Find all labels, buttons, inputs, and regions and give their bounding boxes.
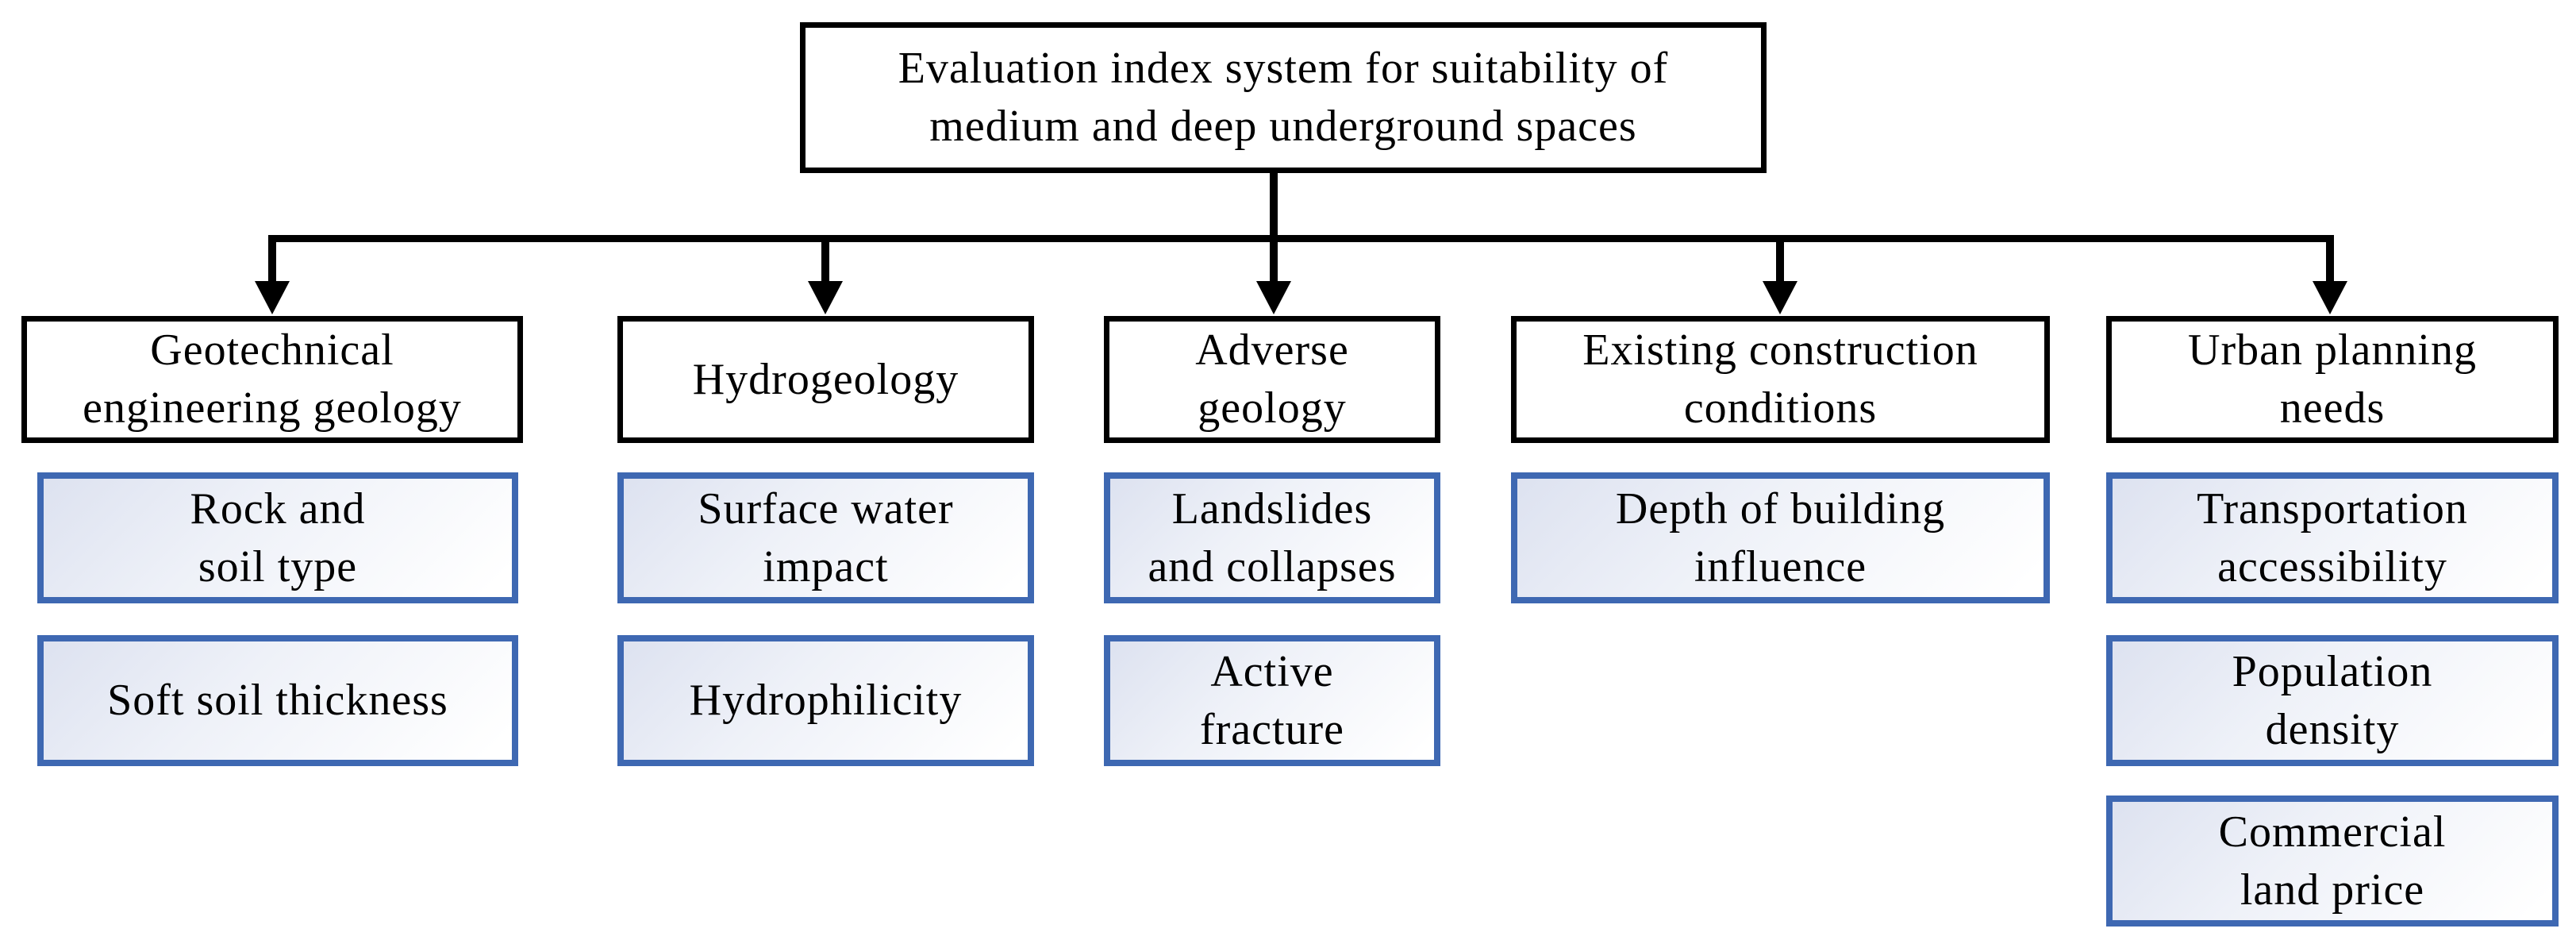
connector-drop-line-4 [1776,235,1784,284]
category-label: Existing construction conditions [1582,326,1978,433]
connector-horizontal-bar [268,235,2333,242]
factor-label: Landslides and collapses [1148,483,1397,591]
category-box-adverse-geology: Adverse geology [1104,316,1440,443]
factor-label: Depth of building influence [1615,483,1946,591]
connector-drop-line-5 [2326,235,2334,284]
factor-box-soft-soil-thickness: Soft soil thickness [37,635,518,766]
factor-box-commercial-land-price: Commercial land price [2106,796,2559,927]
factor-box-rock-and-soil-type: Rock and soil type [37,472,518,603]
arrow-down-icon [255,281,290,314]
category-box-hydrogeology: Hydrogeology [617,316,1034,443]
factor-label: Population density [2232,646,2433,754]
factor-label: Surface water impact [698,483,954,591]
factor-box-landslides-and-collapses: Landslides and collapses [1104,472,1440,603]
factor-label: Active fracture [1199,646,1345,754]
category-label: Geotechnical engineering geology [83,326,462,433]
factor-label: Commercial land price [2218,807,2447,915]
connector-drop-line-2 [821,235,829,284]
factor-label: Rock and soil type [190,483,366,591]
factor-label: Hydrophilicity [689,676,963,726]
factor-box-depth-of-building-influence: Depth of building influence [1511,472,2050,603]
factor-box-population-density: Population density [2106,635,2559,766]
category-label: Hydrogeology [692,354,959,404]
connector-drop-line-1 [268,235,276,284]
factor-label: Transportation accessibility [2197,483,2468,591]
factor-box-surface-water-impact: Surface water impact [617,472,1034,603]
factor-box-transportation-accessibility: Transportation accessibility [2106,472,2559,603]
connector-trunk-line [1270,173,1278,241]
arrow-down-icon [808,281,843,314]
arrow-down-icon [2313,281,2347,314]
factor-box-hydrophilicity: Hydrophilicity [617,635,1034,766]
factor-label: Soft soil thickness [107,676,448,726]
factor-box-active-fracture: Active fracture [1104,635,1440,766]
root-node-box: Evaluation index system for suitability … [800,22,1767,173]
category-box-urban-planning-needs: Urban planning needs [2106,316,2559,443]
connector-drop-line-3 [1270,235,1278,284]
category-box-existing-construction-conditions: Existing construction conditions [1511,316,2050,443]
category-label: Urban planning needs [2188,326,2477,433]
arrow-down-icon [1256,281,1291,314]
arrow-down-icon [1763,281,1797,314]
category-box-geotechnical-engineering-geology: Geotechnical engineering geology [21,316,523,443]
category-label: Adverse geology [1195,326,1349,433]
root-node-label: Evaluation index system for suitability … [898,44,1669,151]
